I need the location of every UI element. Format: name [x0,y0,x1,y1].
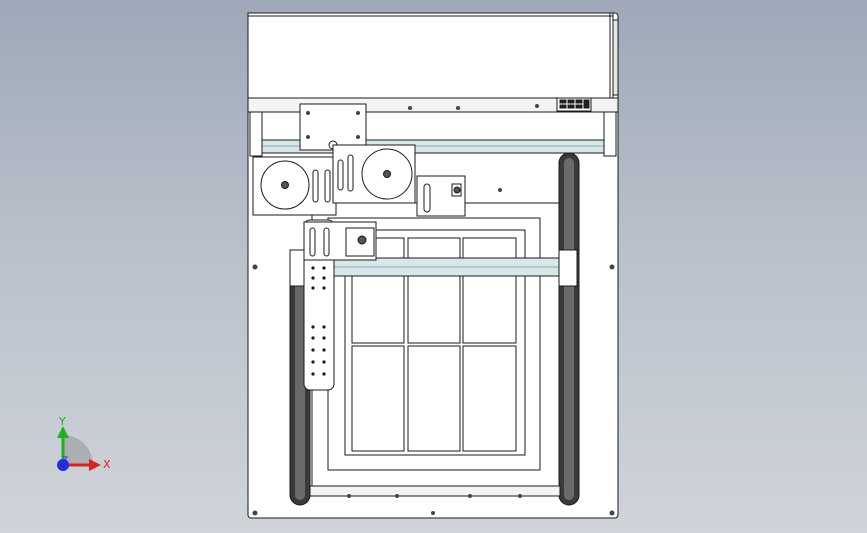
triad-y-label: Y [59,415,66,428]
top-enclosure [247,12,614,99]
cell-grid [351,237,517,452]
keypad-icon [556,97,592,112]
z-axis [57,459,69,471]
vertical-arm [303,219,335,391]
triad-z-label: Z [62,456,69,466]
triad-x-label: X [103,458,111,471]
screw-holes [252,104,615,516]
x-axis-arrow [89,459,101,471]
y-axis-arrow [57,426,69,438]
coordinate-triad [57,426,101,471]
